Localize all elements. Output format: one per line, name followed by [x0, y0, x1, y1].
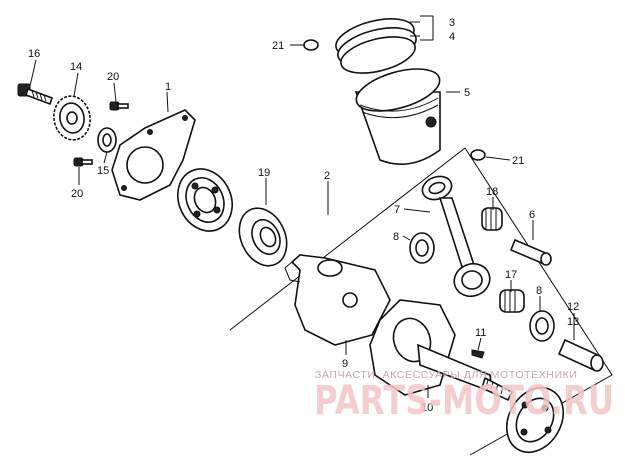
ball-bearing-right	[505, 387, 565, 453]
callout-7: 7	[394, 204, 400, 216]
callout-4: 4	[449, 31, 455, 43]
piston-pin	[509, 238, 552, 266]
callout-16: 16	[28, 48, 40, 60]
needle-bearing-small-end	[481, 207, 503, 231]
callout-19: 19	[258, 167, 270, 179]
callout-5: 5	[464, 87, 470, 99]
washer	[97, 127, 117, 153]
connecting-rod	[421, 175, 491, 298]
watermark-tagline: ЗАПЧАСТИ, АКСЕССУАРЫ ДЛЯ МОТОТЕХНИКИ	[315, 369, 578, 381]
crankshaft-left	[284, 254, 391, 346]
callout-6: 6	[529, 209, 535, 221]
callout-10: 10	[421, 402, 433, 414]
callout-21-right: 21	[512, 155, 524, 167]
screw-lower	[73, 157, 93, 167]
callout-14: 14	[70, 61, 82, 73]
callout-8-lower: 8	[536, 285, 542, 297]
callout-3: 3	[449, 17, 455, 29]
callout-15: 15	[97, 165, 109, 177]
woodruff-key	[471, 349, 485, 359]
watermark: ЗАПЧАСТИ, АКСЕССУАРЫ ДЛЯ МОТОТЕХНИКИ PAR…	[314, 369, 614, 424]
circlip-upper	[303, 39, 319, 51]
thrust-washer-lower	[529, 310, 555, 342]
thrust-washer-upper	[409, 232, 435, 264]
bearing-holder-plate	[111, 109, 196, 201]
callout-21-upper: 21	[272, 40, 284, 52]
callout-2: 2	[324, 170, 330, 182]
drive-gear	[53, 95, 91, 141]
callout-1: 1	[165, 81, 171, 93]
callout-11: 11	[475, 327, 486, 339]
piston	[354, 68, 441, 166]
callout-9: 9	[342, 358, 348, 370]
screw-upper	[109, 101, 129, 111]
callout-20-upper: 20	[107, 71, 119, 83]
callout-12: 12	[567, 301, 579, 313]
ball-bearing-left	[177, 168, 233, 232]
callout-8-upper: 8	[393, 231, 399, 243]
bolt	[17, 83, 54, 106]
piston-rings	[335, 18, 417, 74]
callout-13: 13	[567, 316, 579, 328]
needle-bearing-big-end	[499, 289, 525, 313]
oil-seal	[238, 207, 288, 267]
callout-17: 17	[505, 269, 517, 281]
callout-18: 18	[486, 186, 498, 198]
crank-pin	[557, 338, 604, 372]
circlip-right	[470, 149, 486, 161]
leader-lines	[29, 15, 575, 398]
watermark-logo: PARTS-MOTO.RU	[314, 378, 614, 424]
callout-numbers: 1 2 3 4 5 6 7 8 8 9 10 11 12 13 14 15 16…	[28, 17, 579, 414]
callout-20-lower: 20	[71, 188, 83, 200]
crankshaft-right	[369, 299, 514, 402]
